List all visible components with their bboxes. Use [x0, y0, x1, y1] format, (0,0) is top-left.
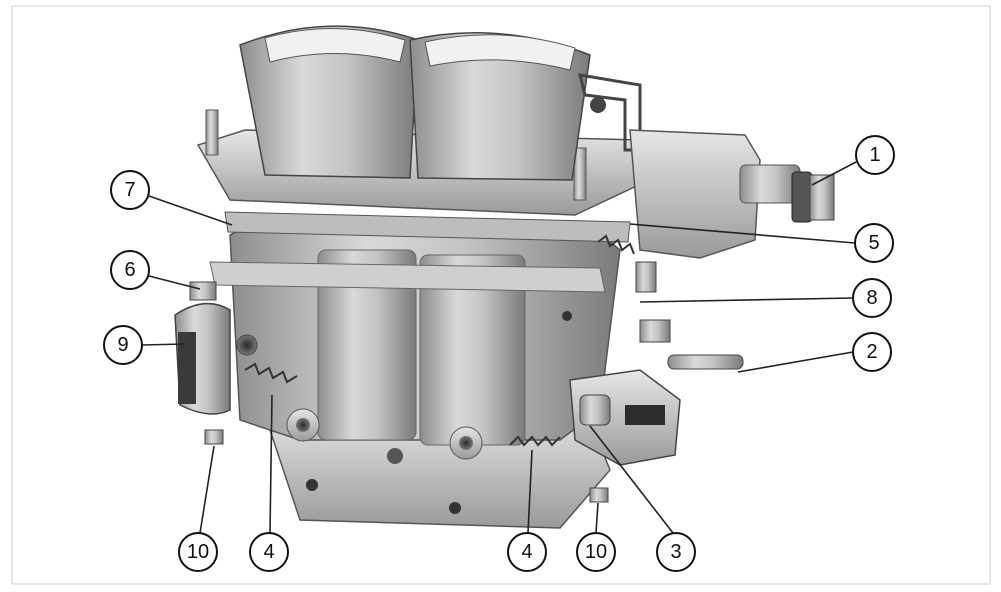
- leader-5: [629, 223, 856, 244]
- callout-5: 5: [854, 223, 894, 263]
- callout-label: 8: [866, 287, 877, 309]
- leader-4-right: [527, 449, 533, 534]
- callout-label: 2: [866, 341, 877, 363]
- callout-label: 7: [124, 179, 135, 201]
- leader-6: [148, 275, 201, 290]
- leader-10-left: [199, 445, 215, 534]
- callout-3: 3: [656, 532, 696, 572]
- callout-2: 2: [852, 332, 892, 372]
- leader-9: [141, 343, 186, 346]
- callout-label: 4: [263, 541, 274, 563]
- callout-label: 9: [117, 334, 128, 356]
- leader-4-left: [269, 394, 273, 534]
- callout-label: 3: [670, 541, 681, 563]
- carburetor-body: [174, 25, 835, 529]
- callout-label: 6: [124, 259, 135, 281]
- callout-4-right: 4: [507, 532, 547, 572]
- callout-9: 9: [103, 325, 143, 365]
- leader-8: [639, 297, 854, 303]
- callout-leaders: [141, 161, 857, 534]
- callout-6: 6: [110, 250, 150, 290]
- callout-4-left: 4: [249, 532, 289, 572]
- leader-1: [811, 161, 857, 186]
- callout-label: 10: [187, 541, 209, 563]
- leader-2: [737, 351, 854, 373]
- callout-label: 5: [868, 232, 879, 254]
- callout-label: 4: [521, 541, 532, 563]
- callout-10-left: 10: [178, 532, 218, 572]
- leader-3: [589, 425, 674, 534]
- callout-8: 8: [852, 278, 892, 318]
- callout-1: 1: [855, 135, 895, 175]
- callout-7: 7: [110, 170, 150, 210]
- callout-label: 1: [869, 144, 880, 166]
- callout-label: 10: [585, 541, 607, 563]
- callouts: 1 5 8 2 7 6 9: [103, 135, 895, 572]
- leader-7: [148, 195, 233, 226]
- callout-10-right: 10: [576, 532, 616, 572]
- leader-10-right: [595, 502, 599, 534]
